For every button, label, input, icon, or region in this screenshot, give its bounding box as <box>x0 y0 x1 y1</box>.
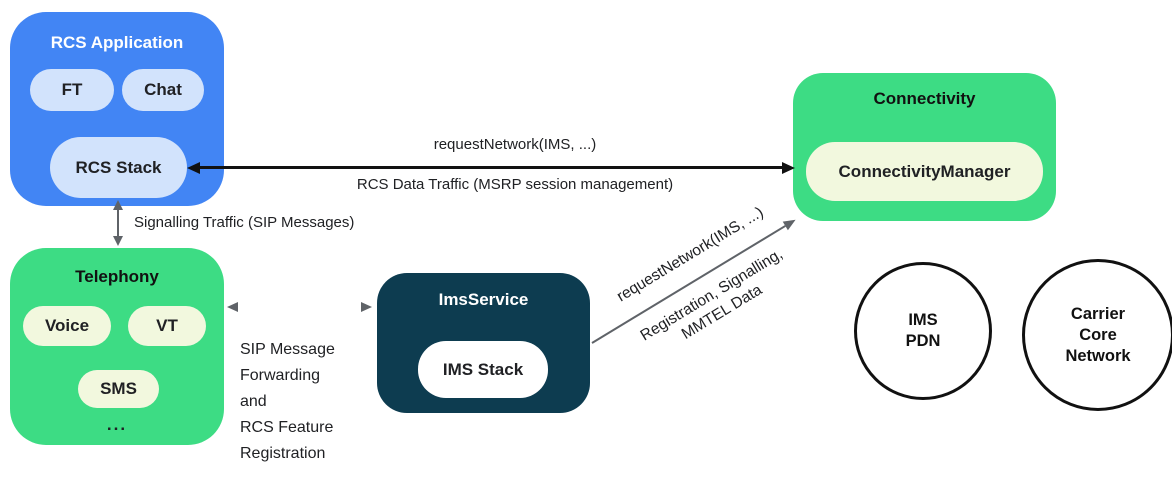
rcs-data-traffic-label: RCS Data Traffic (MSRP session managemen… <box>356 176 674 193</box>
ims-service-box: ImsService IMS Stack <box>377 273 590 413</box>
ims-stack-pill: IMS Stack <box>418 341 548 398</box>
telephony-ims-right-head-icon <box>361 302 372 312</box>
rcs-connectivity-arrow <box>187 159 795 176</box>
connectivity-box: Connectivity ConnectivityManager <box>793 73 1056 221</box>
arrow-shaft <box>200 166 782 169</box>
rcs-application-box: RCS Application FT Chat RCS Stack <box>10 12 224 206</box>
sms-pill: SMS <box>78 370 159 408</box>
rcs-stack-pill: RCS Stack <box>50 137 187 198</box>
rcs-application-title: RCS Application <box>50 33 184 52</box>
sip-forwarding-label: SIP Message Forwarding and RCS Feature R… <box>240 341 335 462</box>
telephony-title: Telephony <box>75 267 159 286</box>
carrier-core-network-circle: Carrier Core Network <box>1022 259 1172 411</box>
rcs-telephony-arrow <box>110 200 125 246</box>
arrow-right-head-icon <box>782 215 799 231</box>
arrow-right-head-icon <box>782 161 795 174</box>
ft-pill: FT <box>30 69 114 111</box>
connectivity-title: Connectivity <box>873 89 976 108</box>
telephony-ellipsis: ... <box>106 415 128 434</box>
telephony-box: Telephony Voice VT SMS ... <box>10 248 224 445</box>
arrow-shaft <box>116 210 119 236</box>
arrow-left-head-icon <box>187 161 200 174</box>
request-network-label: requestNetwork(IMS, ...) <box>433 136 597 153</box>
ims-service-title: ImsService <box>438 290 529 309</box>
arrow-up-head-icon <box>112 200 123 210</box>
arrow-down-head-icon <box>112 236 123 246</box>
connectivity-manager-pill: ConnectivityManager <box>806 142 1043 201</box>
telephony-ims-left-head-icon <box>227 302 238 312</box>
voice-pill: Voice <box>23 306 111 346</box>
chat-pill: Chat <box>122 69 204 111</box>
ims-pdn-circle: IMS PDN <box>854 262 992 400</box>
vt-pill: VT <box>128 306 206 346</box>
signalling-traffic-label: Signalling Traffic (SIP Messages) <box>134 214 355 231</box>
